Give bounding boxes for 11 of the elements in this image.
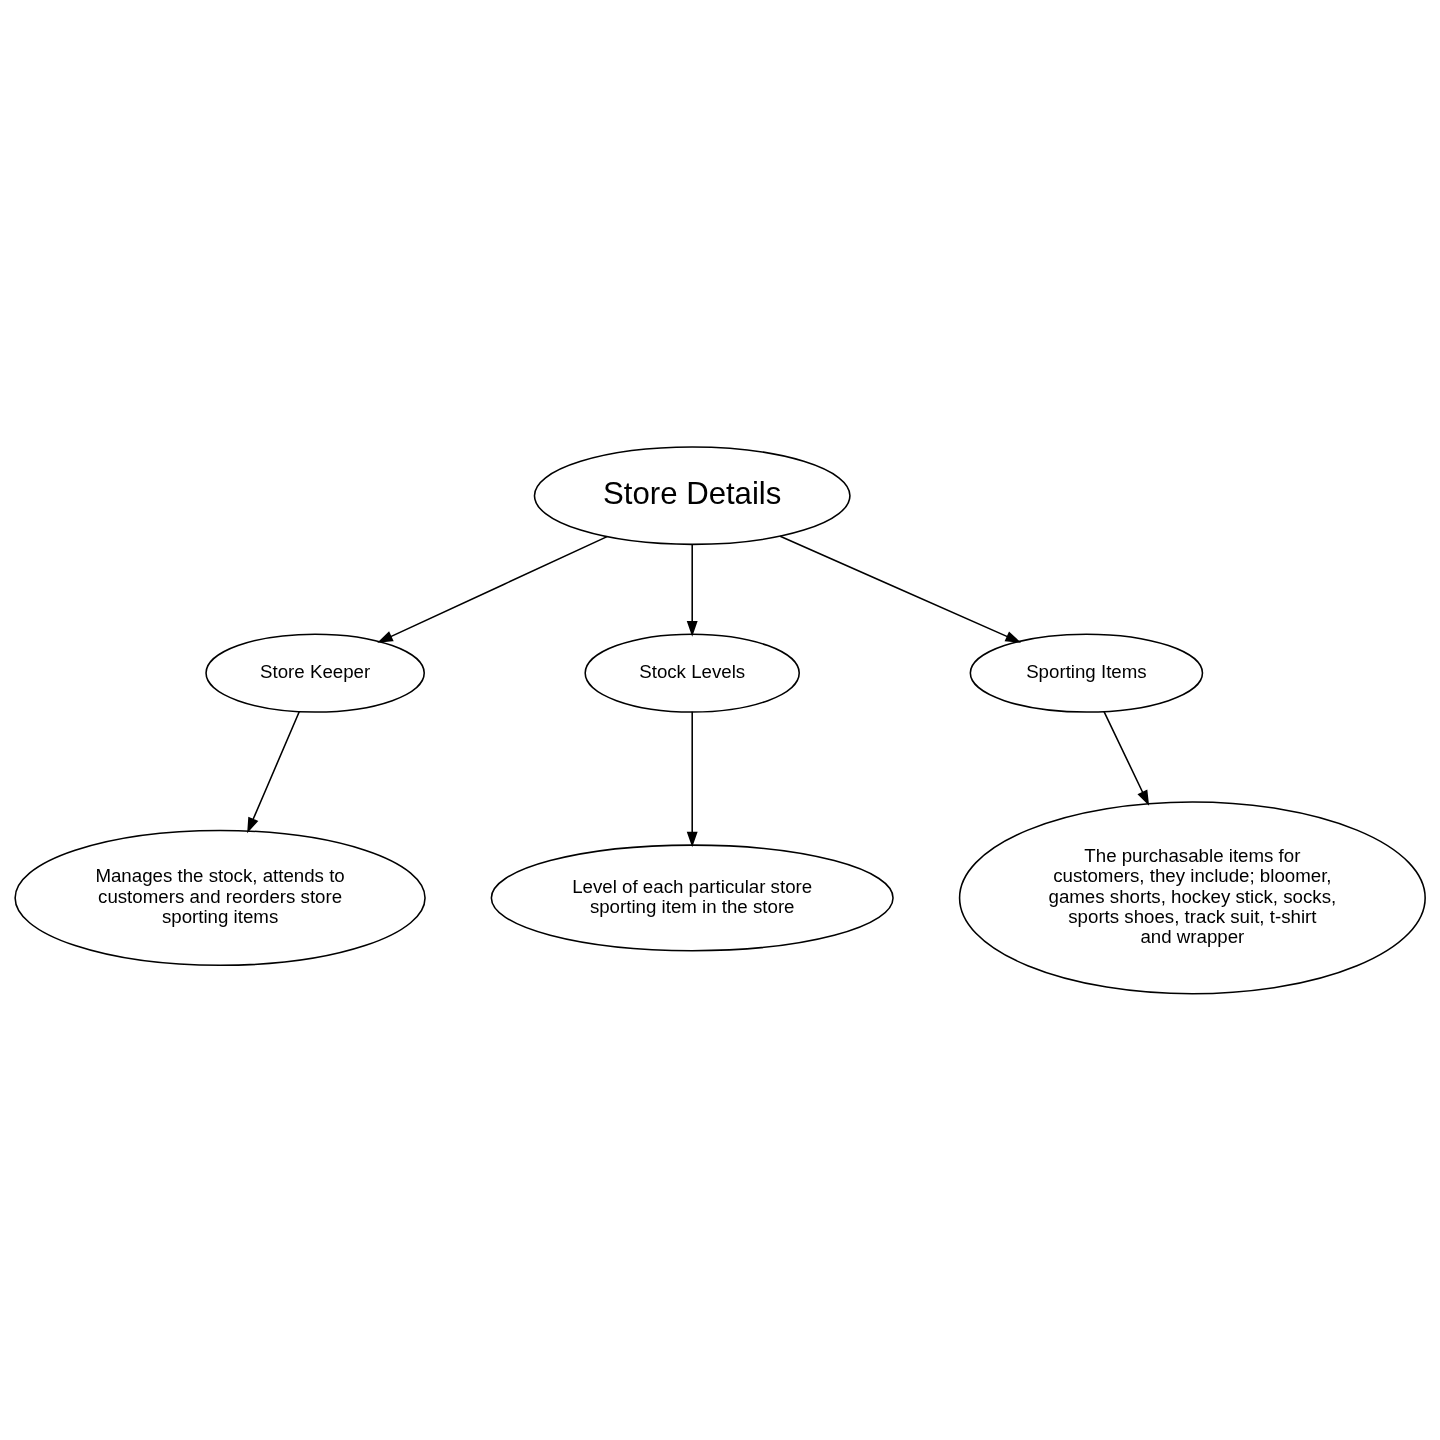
node-ellipse: Store Details [533,445,851,545]
arrow [1103,710,1150,806]
arrow [779,534,1022,643]
node-ellipse: The purchasable items for customers, they include; bloomer, games shorts, hockey stick, socks, sports shoes, track suit, t-shirt and wrapper [958,800,1426,995]
arrow [686,710,698,847]
arrow [686,543,698,637]
node-ellipse: Level of each particular store sporting item in the store [490,843,894,951]
arrow [377,535,608,643]
node-ellipse: Stock Levels [584,632,800,713]
arrow [247,710,301,833]
node-ellipse: Manages the stock, attends to customers and reorders store sporting items [14,829,426,966]
